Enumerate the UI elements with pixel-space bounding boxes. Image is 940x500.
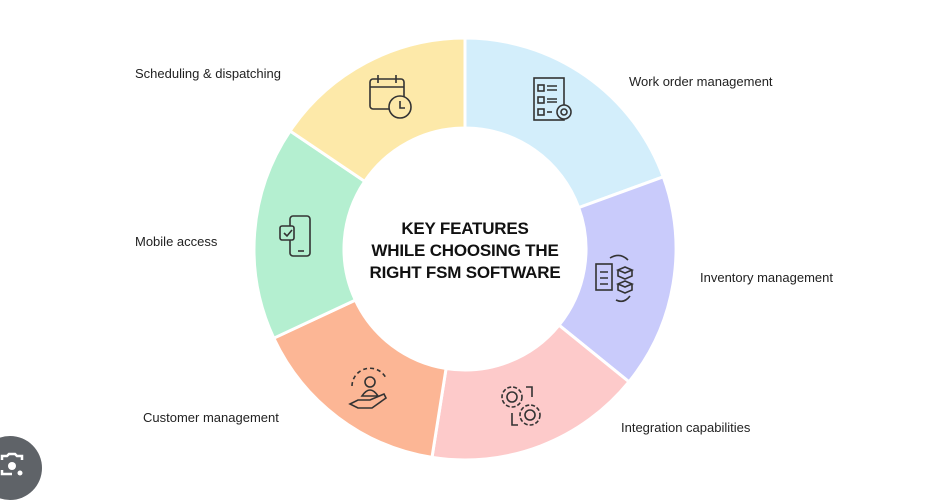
label-customer-management: Customer management [143,410,279,425]
checklist-gear-icon [533,77,572,121]
clipboard-boxes-icon [595,254,635,303]
title-line-1: KEY FEATURES [401,219,529,238]
label-integration-capabilities: Integration capabilities [621,420,751,435]
label-mobile-access: Mobile access [135,234,218,249]
lens-search-icon [0,452,24,476]
title-line-3: RIGHT FSM SOFTWARE [369,263,561,282]
segment-checklist-gear [463,36,666,210]
segment-customer-hand [271,298,448,460]
puzzle-knob [467,74,486,93]
gears-icon [501,386,541,426]
label-inventory-management: Inventory management [700,270,833,285]
label-work-order-management: Work order management [629,74,773,89]
mobile-check-icon [279,215,311,257]
puzzle-knob [325,137,344,156]
customer-hand-icon [348,367,388,409]
puzzle-knob [615,194,634,213]
label-scheduling-dispatching: Scheduling & dispatching [135,66,281,81]
puzzle-knob [418,401,437,420]
puzzle-knob [301,299,320,318]
calendar-clock-icon [369,75,412,119]
puzzle-knob [577,353,596,372]
title-line-2: WHILE CHOOSING THE [371,241,559,260]
center-title: KEY FEATURES WHILE CHOOSING THE RIGHT FS… [345,218,585,284]
